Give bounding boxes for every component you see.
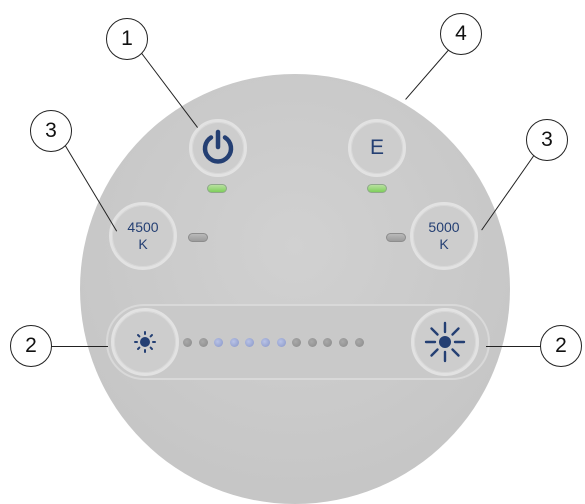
callout-temp-left: 3: [30, 110, 72, 152]
color-temp-4500k-unit: K: [138, 236, 148, 252]
callout-brightness-up: 2: [540, 325, 582, 367]
callout-leader-line: [486, 346, 542, 347]
brightness-level-dot: [355, 338, 364, 347]
brightness-level-dot: [277, 338, 286, 347]
brightness-level-dot: [308, 338, 317, 347]
brightness-level-dot: [183, 338, 192, 347]
color-temp-4500k-indicator-led: [188, 233, 208, 242]
color-temp-5000k-button[interactable]: 5000 K: [410, 202, 478, 270]
callout-e: 4: [440, 13, 482, 55]
power-indicator-led: [207, 184, 227, 193]
e-button-label: E: [369, 136, 384, 159]
callout-brightness-down: 2: [10, 325, 52, 367]
brightness-level-dot: [199, 338, 208, 347]
brightness-level-dot: [261, 338, 270, 347]
color-temp-5000k-indicator-led: [386, 233, 406, 242]
power-icon: [202, 129, 234, 164]
color-temp-4500k-value: 4500: [127, 219, 159, 235]
e-button[interactable]: E: [348, 119, 406, 177]
callout-leader-line: [50, 346, 108, 347]
panel-disc: [80, 74, 510, 504]
brightness-level-dot: [230, 338, 239, 347]
callout-temp-right: 3: [526, 119, 568, 161]
brightness-level-dot: [245, 338, 254, 347]
brightness-level-dot: [292, 338, 301, 347]
power-button[interactable]: [189, 119, 247, 177]
sun-small-icon: [134, 331, 156, 353]
brightness-up-button[interactable]: [411, 308, 479, 376]
color-temp-5000k-unit: K: [439, 236, 449, 252]
brightness-level-dot: [323, 338, 332, 347]
color-temp-5000k-value: 5000: [428, 219, 460, 235]
brightness-level-dot: [214, 338, 223, 347]
brightness-level-dot: [339, 338, 348, 347]
sun-large-icon: [424, 321, 466, 363]
e-indicator-led: [367, 184, 387, 193]
color-temp-4500k-button[interactable]: 4500 K: [109, 202, 177, 270]
callout-power: 1: [106, 18, 148, 60]
brightness-down-button[interactable]: [111, 308, 179, 376]
